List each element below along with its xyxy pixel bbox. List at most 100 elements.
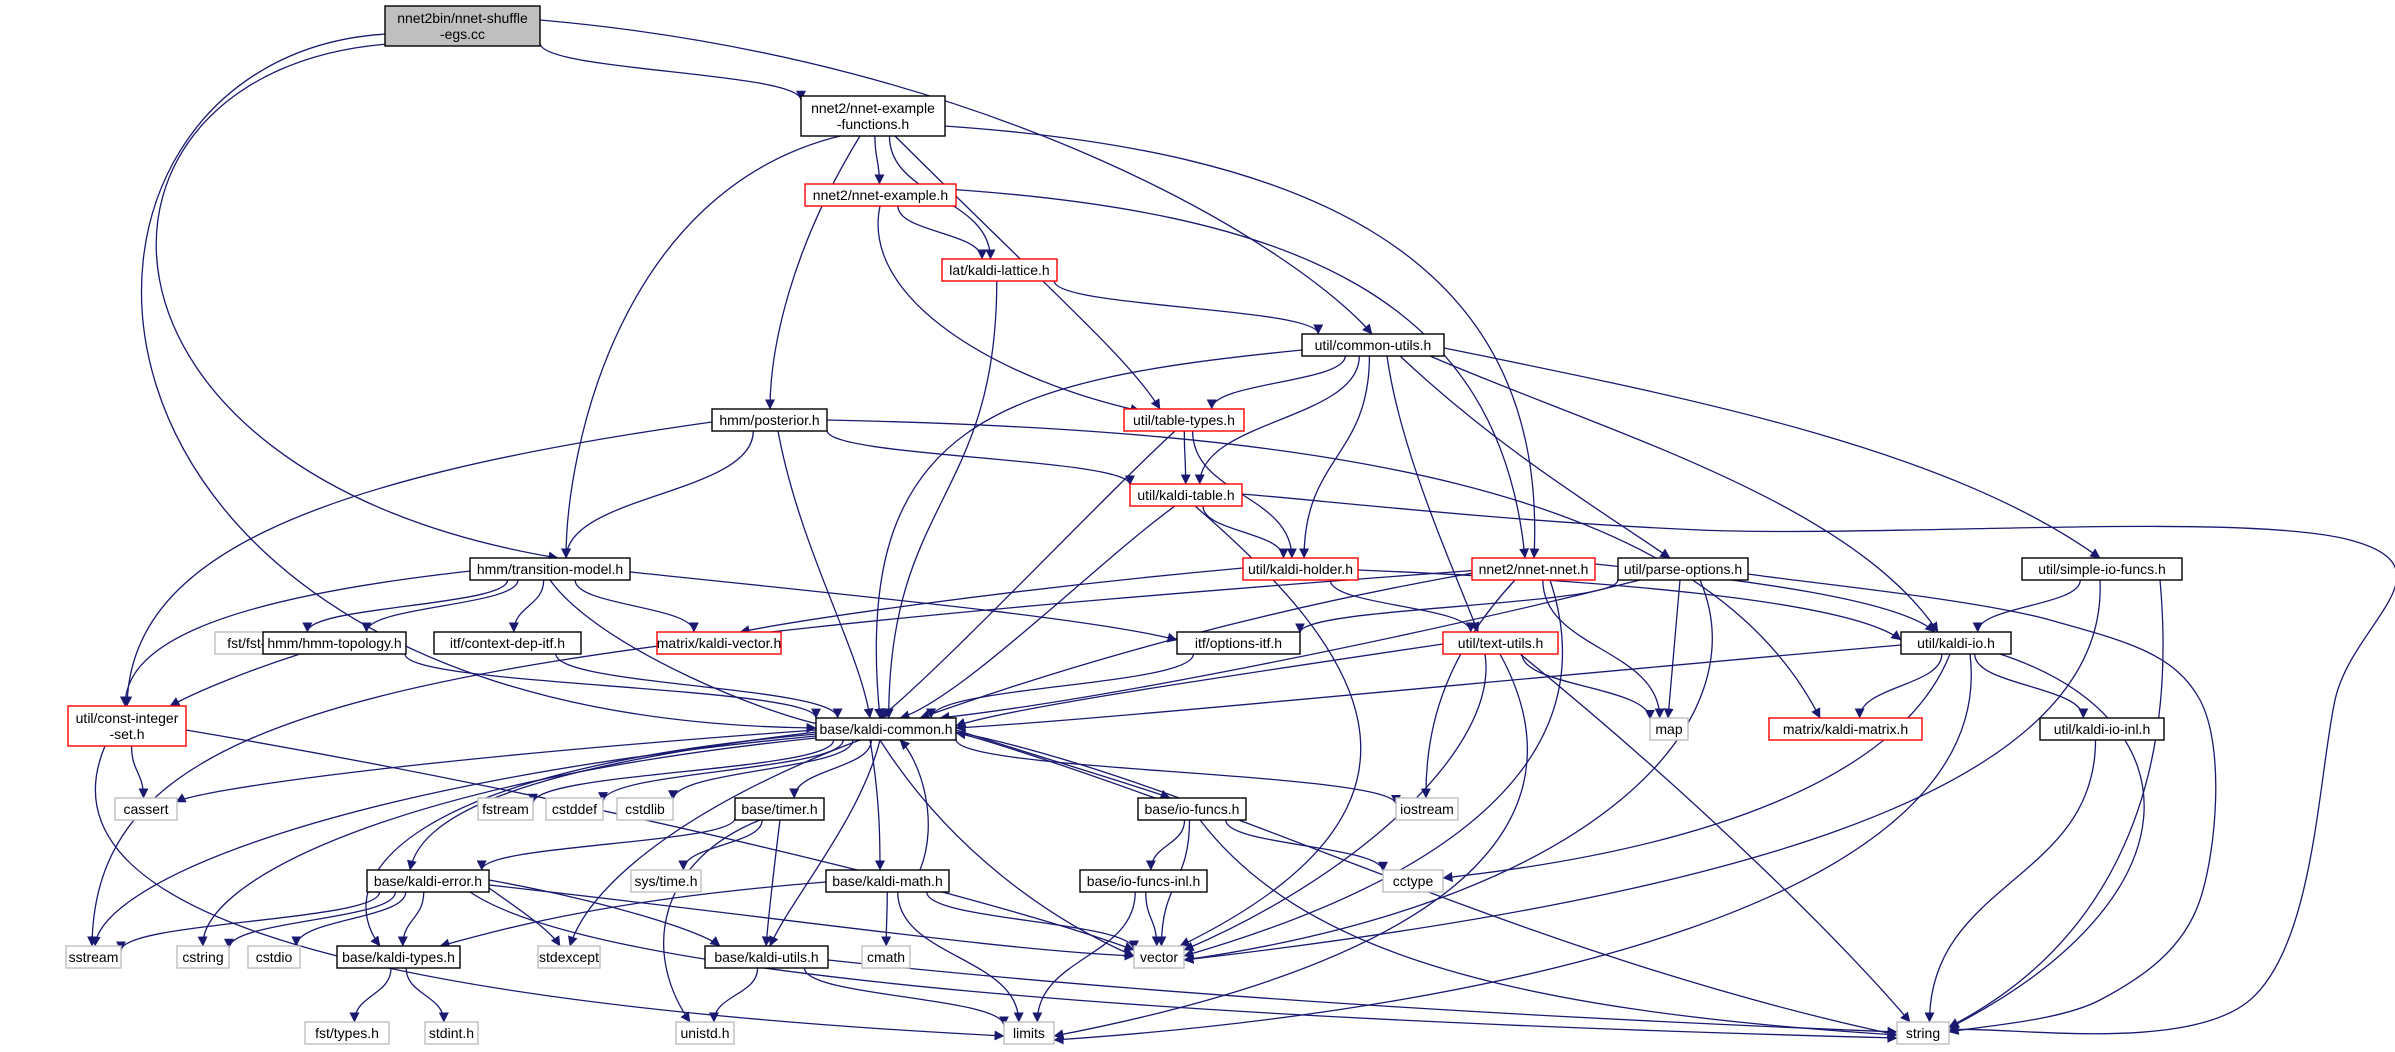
node-kmat[interactable]: matrix/kaldi-matrix.h [1768, 717, 1923, 741]
node-box [469, 557, 631, 581]
node-label: cmath [867, 949, 905, 965]
node-ktab[interactable]: util/kaldi-table.h [1129, 483, 1243, 507]
node-box [734, 797, 825, 821]
node-box [616, 797, 674, 821]
node-kio[interactable]: util/kaldi-io.h [1900, 631, 2012, 655]
node-timer[interactable]: base/timer.h [734, 797, 825, 821]
node-label: cassert [123, 801, 168, 817]
node-label: vector [1140, 949, 1178, 965]
node-oitf[interactable]: itf/options-itf.h [1176, 631, 1301, 655]
node-po[interactable]: util/parse-options.h [1617, 557, 1749, 581]
node-tm[interactable]: hmm/transition-model.h [469, 557, 631, 581]
node-label: sstream [69, 949, 119, 965]
edge-timer-to-systime [678, 819, 763, 871]
node-label: nnet2/nnet-nnet.h [1479, 561, 1589, 577]
node-ktypes[interactable]: base/kaldi-types.h [336, 945, 461, 969]
node-nef[interactable]: nnet2/nnet-example-functions.h [800, 95, 946, 137]
node-tt[interactable]: util/table-types.h [1123, 408, 1245, 432]
node-tu[interactable]: util/text-utils.h [1442, 631, 1559, 655]
edge-khold-to-kio [1357, 569, 1902, 641]
node-iofinl[interactable]: base/io-funcs-inl.h [1079, 869, 1208, 893]
node-label: util/table-types.h [1133, 412, 1235, 428]
edge-kio-to-kmat [1854, 653, 1943, 719]
edge-kio-to-string [1948, 653, 2145, 1029]
node-label: itf/context-dep-itf.h [450, 635, 565, 651]
node-ne[interactable]: nnet2/nnet-example.h [804, 183, 957, 207]
edge-post-to-kmat [826, 419, 1821, 719]
edge-ktypes-to-stdint [405, 967, 449, 1023]
node-cis[interactable]: util/const-integer-set.h [67, 705, 187, 747]
edge-kmath-to-limits [897, 891, 1024, 1023]
edge-tt-to-kc [879, 430, 1176, 719]
edge-iof-to-cctype [1225, 819, 1388, 872]
node-label: cstring [182, 949, 223, 965]
edge-kerr-to-cstring [224, 891, 397, 949]
node-nnet[interactable]: nnet2/nnet-nnet.h [1471, 557, 1596, 581]
edge-sif-to-string [1948, 579, 2164, 1028]
node-box [1176, 631, 1301, 655]
node-cstddef: cstddef [545, 797, 604, 821]
edge-root-to-cu [539, 19, 1373, 335]
edge-kc-to-kutils [769, 739, 881, 947]
node-label: util/simple-io-funcs.h [2038, 561, 2166, 577]
edge-kmath-to-kc [899, 739, 929, 871]
edge-ktab-to-kc [899, 505, 1176, 721]
edge-kl-to-cu [1053, 280, 1324, 335]
edge-ktab-to-khold [1202, 505, 1289, 559]
node-cu[interactable]: util/common-utils.h [1301, 333, 1445, 357]
edge-kc-to-string [955, 731, 1898, 1038]
edge-kmath-to-cmath [881, 891, 892, 947]
edge-sif-to-vector [1183, 579, 2101, 964]
node-sif[interactable]: util/simple-io-funcs.h [2021, 557, 2183, 581]
node-post[interactable]: hmm/posterior.h [711, 408, 828, 432]
node-kvec[interactable]: matrix/kaldi-vector.h [656, 631, 782, 655]
edge-kc-to-iostream [955, 739, 1401, 805]
node-label: itf/options-itf.h [1195, 635, 1282, 651]
edge-kerr-to-vector [488, 884, 1135, 961]
node-label: cstdlib [625, 801, 665, 817]
node-kioinl[interactable]: util/kaldi-io-inl.h [2039, 717, 2165, 741]
node-label: matrix/kaldi-matrix.h [1783, 721, 1908, 737]
edge-post-to-cis [122, 421, 713, 707]
node-kmath[interactable]: base/kaldi-math.h [825, 869, 950, 893]
nodes-layer: nnet2bin/nnet-shuffle-egs.cc nnet2/nnet-e… [65, 5, 2183, 1045]
node-topo[interactable]: hmm/hmm-topology.h [262, 631, 407, 655]
node-box [656, 631, 782, 655]
node-box [336, 945, 461, 969]
node-label: base/io-funcs.h [1145, 801, 1240, 817]
node-box [424, 1021, 479, 1045]
edge-cu-to-tt [1206, 355, 1346, 410]
node-box [711, 408, 828, 432]
node-kl[interactable]: lat/kaldi-lattice.h [941, 258, 1058, 282]
node-cstdio: cstdio [247, 945, 301, 969]
node-box [1301, 333, 1445, 357]
node-box [861, 945, 911, 969]
node-khold[interactable]: util/kaldi-holder.h [1242, 557, 1359, 581]
node-kutils[interactable]: base/kaldi-utils.h [704, 945, 829, 969]
edge-nef-to-tm [561, 135, 841, 559]
node-label: stdint.h [429, 1025, 474, 1041]
node-root[interactable]: nnet2bin/nnet-shuffle-egs.cc [384, 5, 541, 47]
edge-kc-to-cstring [197, 737, 817, 947]
node-label: map [1655, 721, 1682, 737]
node-box [1137, 797, 1247, 821]
node-kc[interactable]: base/kaldi-common.h [815, 717, 957, 741]
node-iof[interactable]: base/io-funcs.h [1137, 797, 1247, 821]
node-stdexcept: stdexcept [537, 945, 601, 969]
edge-cu-to-po [1399, 355, 1671, 559]
node-box [2021, 557, 2183, 581]
node-box [941, 258, 1058, 282]
node-label: cstdio [256, 949, 293, 965]
node-label: base/kaldi-types.h [342, 949, 455, 965]
node-kerr[interactable]: base/kaldi-error.h [366, 869, 490, 893]
edge-kc-to-ktypes [365, 733, 817, 947]
node-label: unistd.h [680, 1025, 729, 1041]
node-box [247, 945, 301, 969]
edge-root-to-nef [539, 42, 806, 101]
edge-kc-to-sstream [90, 735, 817, 947]
node-box [433, 631, 582, 655]
node-label: nnet2/nnet-example-functions.h [811, 100, 935, 132]
edge-post-to-tm [561, 430, 754, 559]
node-cditf[interactable]: itf/context-dep-itf.h [433, 631, 582, 655]
edge-kerr-to-ktypes [397, 891, 425, 947]
